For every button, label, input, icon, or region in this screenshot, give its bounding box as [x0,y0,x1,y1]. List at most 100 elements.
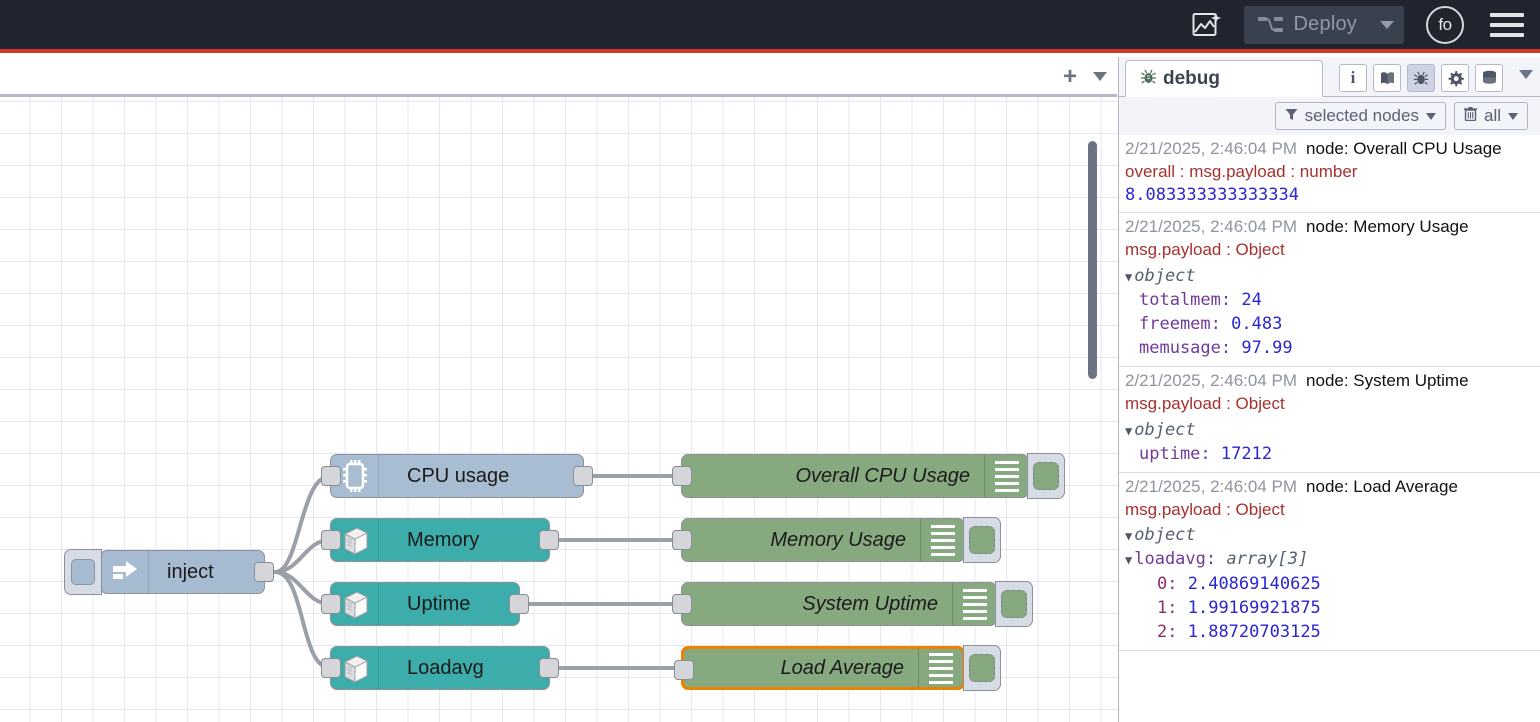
tab-debug[interactable]: debug [1125,60,1323,97]
node-input-port[interactable] [321,466,341,486]
node-loadavg[interactable]: Loadavg [330,646,550,690]
object-root-row[interactable]: ▼object [1125,523,1534,547]
debug-message-header: 2/21/2025, 2:46:04 PMnode: Overall CPU U… [1125,139,1534,160]
node-input-port[interactable] [672,466,692,486]
debug-toggle-inner [969,526,995,554]
collapse-triangle-icon[interactable]: ▼ [1125,270,1132,284]
node-inject[interactable]: inject [100,550,265,594]
flow-tab-actions: + [1063,57,1117,96]
object-root-row[interactable]: ▼object [1125,418,1534,442]
collapse-triangle-icon[interactable]: ▼ [1125,424,1132,438]
debug-enable-toggle[interactable] [1027,453,1065,499]
avatar[interactable]: fo [1426,6,1464,44]
chevron-down-icon [1380,21,1394,29]
debug-message-header: 2/21/2025, 2:46:04 PMnode: Memory Usage [1125,217,1534,238]
node-output-port[interactable] [539,658,559,678]
timestamp: 2/21/2025, 2:46:04 PM [1125,217,1297,236]
context-data-icon[interactable] [1475,64,1503,92]
object-entry: uptime: 17212 [1125,442,1534,466]
node-output-port[interactable] [509,594,529,614]
filter-label: selected nodes [1305,106,1419,126]
funnel-icon [1285,106,1298,126]
node-uptime[interactable]: Uptime [330,582,520,626]
collapse-triangle-icon[interactable]: ▼ [1125,529,1132,543]
node-input-port[interactable] [674,660,694,680]
object-root-row[interactable]: ▼object [1125,264,1534,288]
object-entry: totalmem: 24 [1125,288,1534,312]
entry-key: memusage [1139,338,1221,358]
inject-trigger-button[interactable] [64,549,102,595]
payload-body: 8.083333333333334 [1125,185,1534,206]
flow-list-chevron-down-icon[interactable] [1093,72,1107,81]
node-debug-overall-cpu-usage[interactable]: Overall CPU Usage [681,454,1029,498]
debug-enable-toggle[interactable] [963,517,1001,563]
hamburger-menu-icon[interactable] [1490,8,1524,42]
wire-layer [0,97,1117,722]
info-icon[interactable]: i [1339,64,1367,92]
help-book-icon[interactable] [1373,64,1401,92]
debug-enable-toggle[interactable] [963,645,1001,691]
canvas-vertical-scrollbar[interactable] [1088,141,1097,379]
array-item: 1: 1.99169921875 [1125,596,1534,620]
debug-bug-icon[interactable] [1407,64,1435,92]
payload-body: ▼object ▼loadavg: array[3] 0: 2.40869140… [1125,523,1534,644]
debug-toggle-inner [969,654,995,682]
payload-type: overall : msg.payload : number [1125,162,1534,183]
debug-toolbar: selected nodes all [1119,97,1540,135]
sidebar-tab-bar: debug i [1119,57,1540,97]
node-label: Memory Usage [770,529,920,552]
debug-message-list[interactable]: 2/21/2025, 2:46:04 PMnode: Overall CPU U… [1119,135,1540,722]
debug-lines-icon [920,519,964,561]
sidebar-more-chevron-down-icon[interactable] [1519,70,1533,79]
node-input-port[interactable] [321,658,341,678]
bug-icon [1140,68,1157,90]
deploy-dropdown-toggle[interactable] [1370,6,1404,44]
debug-enable-toggle[interactable] [995,581,1033,627]
debug-lines-icon [952,583,996,625]
node-input-port[interactable] [321,530,341,550]
node-memory[interactable]: Memory [330,518,550,562]
node-input-port[interactable] [321,594,341,614]
array-type: array[3] [1226,549,1308,569]
node-output-port[interactable] [254,562,274,582]
tab-debug-label: debug [1163,68,1220,90]
node-debug-load-average[interactable]: Load Average [681,646,965,690]
debug-message[interactable]: 2/21/2025, 2:46:04 PMnode: Overall CPU U… [1119,135,1540,213]
node-input-port[interactable] [672,594,692,614]
flow-tab-bar[interactable]: + [0,57,1117,97]
collapse-triangle-icon[interactable]: ▼ [1125,553,1132,567]
flow-canvas[interactable]: inject CPU us [0,97,1117,722]
object-entry: freemem: 0.483 [1125,312,1534,336]
settings-gear-icon[interactable] [1441,64,1469,92]
node-debug-memory-usage[interactable]: Memory Usage [681,518,965,562]
array-root-row[interactable]: ▼loadavg: array[3] [1125,547,1534,571]
node-label: Overall CPU Usage [795,465,984,488]
node-input-port[interactable] [672,530,692,550]
deploy-button[interactable]: Deploy [1244,6,1404,44]
payload-value: 8.083333333333334 [1125,185,1299,205]
node-label: CPU usage [379,465,509,488]
source-node: node: System Uptime [1306,371,1469,390]
node-output-port[interactable] [539,530,559,550]
entry-key: totalmem [1139,290,1221,310]
chevron-down-icon [1426,113,1436,120]
item-value: 1.88720703125 [1188,622,1321,642]
debug-message[interactable]: 2/21/2025, 2:46:04 PMnode: Memory Usage … [1119,213,1540,367]
item-index: 2 [1157,622,1167,642]
debug-lines-icon [918,649,962,687]
debug-message[interactable]: 2/21/2025, 2:46:04 PMnode: System Uptime… [1119,367,1540,473]
debug-message[interactable]: 2/21/2025, 2:46:04 PMnode: Load Average … [1119,473,1540,651]
filter-nodes-button[interactable]: selected nodes [1275,102,1446,130]
node-debug-system-uptime[interactable]: System Uptime [681,582,997,626]
timestamp: 2/21/2025, 2:46:04 PM [1125,139,1297,158]
ai-image-icon[interactable] [1184,5,1230,45]
entry-value: 17212 [1221,444,1272,464]
add-flow-button[interactable]: + [1063,65,1077,89]
payload-type: msg.payload : Object [1125,240,1534,261]
node-output-port[interactable] [573,466,593,486]
entry-key: uptime [1139,444,1200,464]
header-actions: Deploy fo [1184,5,1540,45]
clear-messages-button[interactable]: all [1454,102,1528,130]
node-cpu-usage[interactable]: CPU usage [330,454,584,498]
